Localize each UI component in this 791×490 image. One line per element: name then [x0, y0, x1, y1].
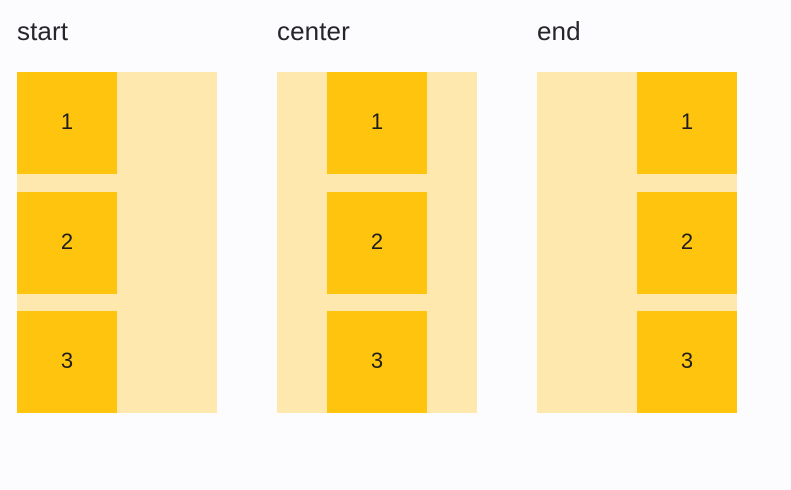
flex-item-number: 1	[60, 109, 74, 134]
flex-item-number: 3	[370, 348, 384, 373]
flex-item-number: 2	[680, 228, 694, 254]
flex-item-number: 2	[60, 228, 74, 254]
group-label-center: center	[277, 16, 350, 46]
flex-item-number: 3	[680, 348, 694, 373]
flex-item: 1	[17, 72, 117, 174]
flex-container-start: 1 2 3	[17, 72, 217, 413]
flex-container-end: 1 2 3	[537, 72, 737, 413]
demo-group-center: center 1 2 3	[277, 0, 477, 413]
flex-item-number: 2	[370, 228, 384, 254]
flex-item: 1	[327, 72, 427, 174]
demo-group-start: start 1 2 3	[17, 0, 217, 413]
group-label-start: start	[17, 16, 69, 46]
flex-item: 3	[327, 311, 427, 413]
flex-item-number: 3	[60, 348, 74, 373]
flex-item: 2	[17, 191, 117, 294]
flex-item: 3	[17, 311, 117, 413]
flex-item: 3	[637, 311, 737, 413]
flex-item: 1	[637, 72, 737, 174]
demo-group-end: end 1 2 3	[537, 0, 737, 413]
flex-item: 2	[637, 191, 737, 294]
flex-item-number: 1	[680, 109, 694, 134]
flex-item-number: 1	[370, 109, 384, 134]
flex-item: 2	[327, 191, 427, 294]
group-label-end: end	[537, 16, 581, 46]
flex-container-center: 1 2 3	[277, 72, 477, 413]
